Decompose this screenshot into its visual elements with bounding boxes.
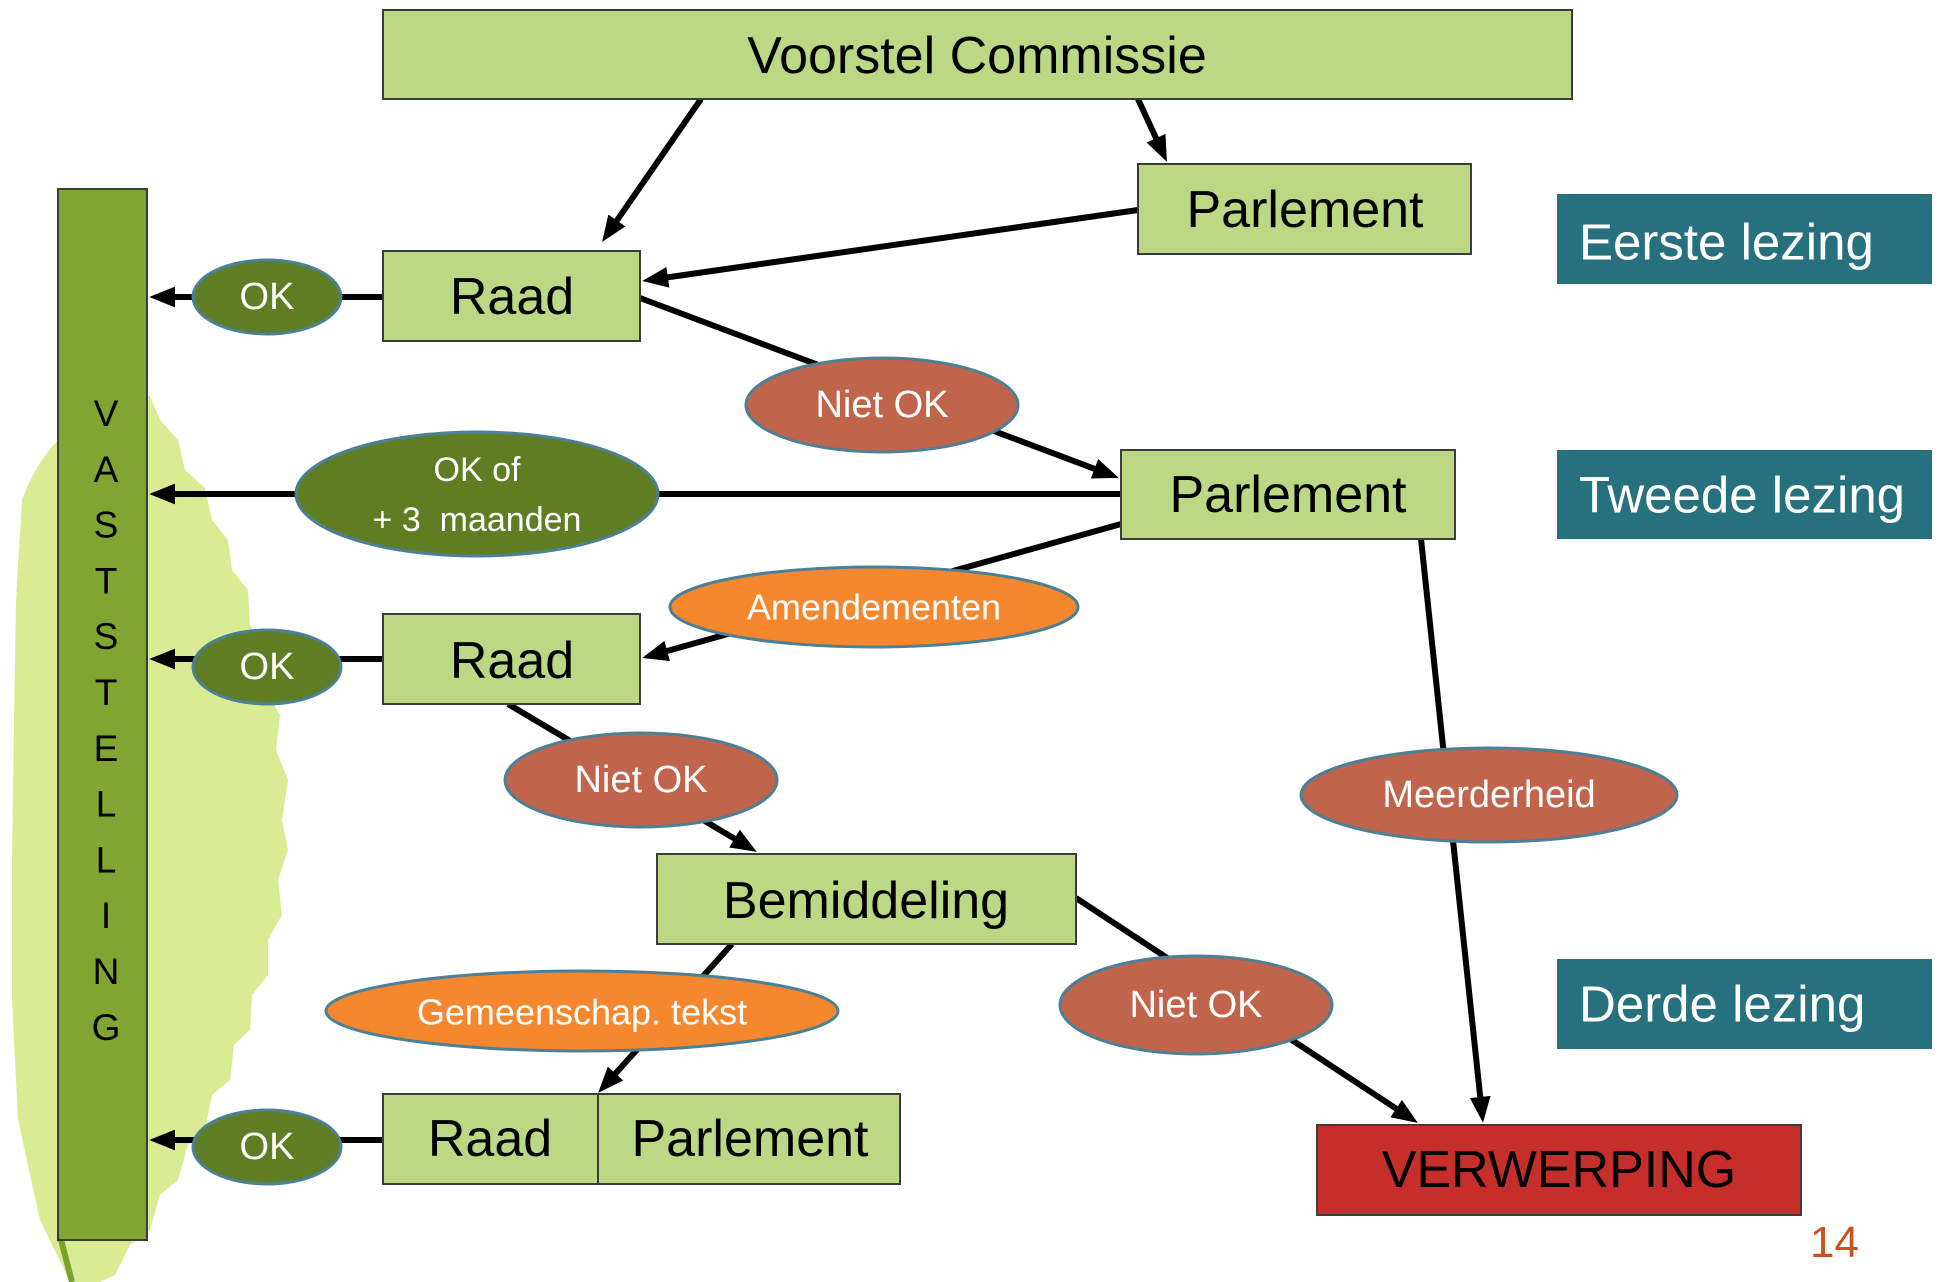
raad-second-node: Raad bbox=[382, 613, 641, 705]
meerderheid-ellipse bbox=[1299, 746, 1679, 844]
niet-ok-third-badge: Niet OK bbox=[1058, 954, 1334, 1056]
niet-ok-second-ellipse bbox=[503, 731, 779, 829]
vaststelling-letter: G bbox=[92, 1007, 121, 1048]
vaststelling-letter: T bbox=[95, 560, 118, 601]
arrow-parlement-to-raad bbox=[642, 207, 1139, 288]
vaststelling-bar bbox=[57, 188, 148, 1241]
raad-third-box bbox=[382, 1093, 599, 1185]
amendementen-ellipse bbox=[668, 565, 1080, 649]
bemiddeling-label: Bemiddeling bbox=[723, 872, 1009, 930]
arrow-voorstel-to-raad bbox=[602, 97, 704, 242]
niet-ok-third-label: Niet OK bbox=[1129, 984, 1262, 1026]
raad-parlement-node: Raad Parlement bbox=[382, 1093, 901, 1185]
vaststelling-letter: L bbox=[96, 839, 117, 880]
vaststelling-letter: L bbox=[96, 784, 117, 825]
voorstel-commissie-box bbox=[382, 9, 1573, 100]
parlement-second-box bbox=[1120, 449, 1456, 540]
raad-first-node: Raad bbox=[382, 250, 641, 342]
reading-second-label: Tweede lezing bbox=[1579, 467, 1905, 524]
leaf-stem bbox=[57, 1235, 75, 1282]
ok-of-badge: OK of + 3 maanden bbox=[294, 430, 660, 558]
ok-third-badge: OK bbox=[191, 1108, 343, 1186]
reading-second-box bbox=[1557, 450, 1932, 539]
reading-first: Eerste lezing bbox=[1557, 194, 1932, 284]
parlement-third-label: Parlement bbox=[632, 1110, 870, 1168]
raad-second-box bbox=[382, 613, 641, 705]
vaststelling-letter: E bbox=[94, 728, 119, 769]
vaststelling-letter: N bbox=[93, 951, 120, 992]
gemeenschap-tekst-label: Gemeenschap. tekst bbox=[417, 992, 747, 1033]
voorstel-commissie-node: Voorstel Commissie bbox=[382, 9, 1573, 100]
voorstel-commissie-label: Voorstel Commissie bbox=[747, 27, 1206, 85]
parlement-first-node: Parlement bbox=[1137, 163, 1472, 255]
arrow-voorstel-to-parlement bbox=[1135, 97, 1167, 162]
reading-first-label: Eerste lezing bbox=[1579, 214, 1874, 271]
niet-ok-first-label: Niet OK bbox=[815, 384, 948, 426]
ok-second-ellipse bbox=[191, 628, 343, 706]
gemeenschap-tekst-badge: Gemeenschap. tekst bbox=[324, 969, 840, 1053]
parlement-first-label: Parlement bbox=[1187, 181, 1425, 239]
reading-third-box bbox=[1557, 959, 1932, 1049]
page-number: 14 bbox=[1810, 1218, 1859, 1267]
ok-third-label: OK bbox=[240, 1126, 295, 1168]
meerderheid-label: Meerderheid bbox=[1382, 774, 1595, 816]
vaststelling-letter: A bbox=[94, 449, 119, 490]
raad-third-label: Raad bbox=[428, 1110, 552, 1168]
verwerping-label: VERWERPING bbox=[1382, 1141, 1736, 1199]
ok-of-label-line2: + 3 maanden bbox=[373, 501, 582, 539]
vaststelling-letter: S bbox=[94, 505, 119, 546]
verwerping-node: VERWERPING bbox=[1316, 1124, 1802, 1216]
parlement-second-label: Parlement bbox=[1170, 466, 1408, 524]
parlement-third-box bbox=[597, 1093, 901, 1185]
ok-of-label-line1: OK of bbox=[434, 451, 521, 489]
parlement-second-node: Parlement bbox=[1120, 449, 1456, 540]
reading-second: Tweede lezing bbox=[1557, 450, 1932, 539]
ok-of-ellipse bbox=[294, 430, 660, 558]
niet-ok-first-ellipse bbox=[744, 356, 1020, 454]
gemeenschap-tekst-ellipse bbox=[324, 969, 840, 1053]
vaststelling-letter: I bbox=[101, 895, 111, 936]
niet-ok-second-label: Niet OK bbox=[574, 759, 707, 801]
amendementen-badge: Amendementen bbox=[668, 565, 1080, 649]
vaststelling-letter: V bbox=[94, 393, 119, 434]
vaststelling-letter: S bbox=[94, 616, 119, 657]
bemiddeling-box bbox=[656, 853, 1077, 945]
parlement-first-box bbox=[1137, 163, 1472, 255]
verwerping-box bbox=[1316, 1124, 1802, 1216]
ok-second-badge: OK bbox=[191, 628, 343, 706]
amendementen-label: Amendementen bbox=[747, 587, 1001, 628]
meerderheid-badge: Meerderheid bbox=[1299, 746, 1679, 844]
ok-second-label: OK bbox=[240, 646, 295, 688]
reading-third: Derde lezing bbox=[1557, 959, 1932, 1049]
ok-first-badge: OK bbox=[191, 258, 343, 336]
raad-first-label: Raad bbox=[450, 268, 574, 326]
niet-ok-second-badge: Niet OK bbox=[503, 731, 779, 829]
reading-third-label: Derde lezing bbox=[1579, 976, 1865, 1033]
raad-first-box bbox=[382, 250, 641, 342]
ok-first-ellipse bbox=[191, 258, 343, 336]
niet-ok-third-ellipse bbox=[1058, 954, 1334, 1056]
reading-first-box bbox=[1557, 194, 1932, 284]
ok-third-ellipse bbox=[191, 1108, 343, 1186]
raad-second-label: Raad bbox=[450, 632, 574, 690]
bemiddeling-node: Bemiddeling bbox=[656, 853, 1077, 945]
vaststelling-letter: T bbox=[95, 672, 118, 713]
niet-ok-first-badge: Niet OK bbox=[744, 356, 1020, 454]
ok-first-label: OK bbox=[240, 276, 295, 318]
